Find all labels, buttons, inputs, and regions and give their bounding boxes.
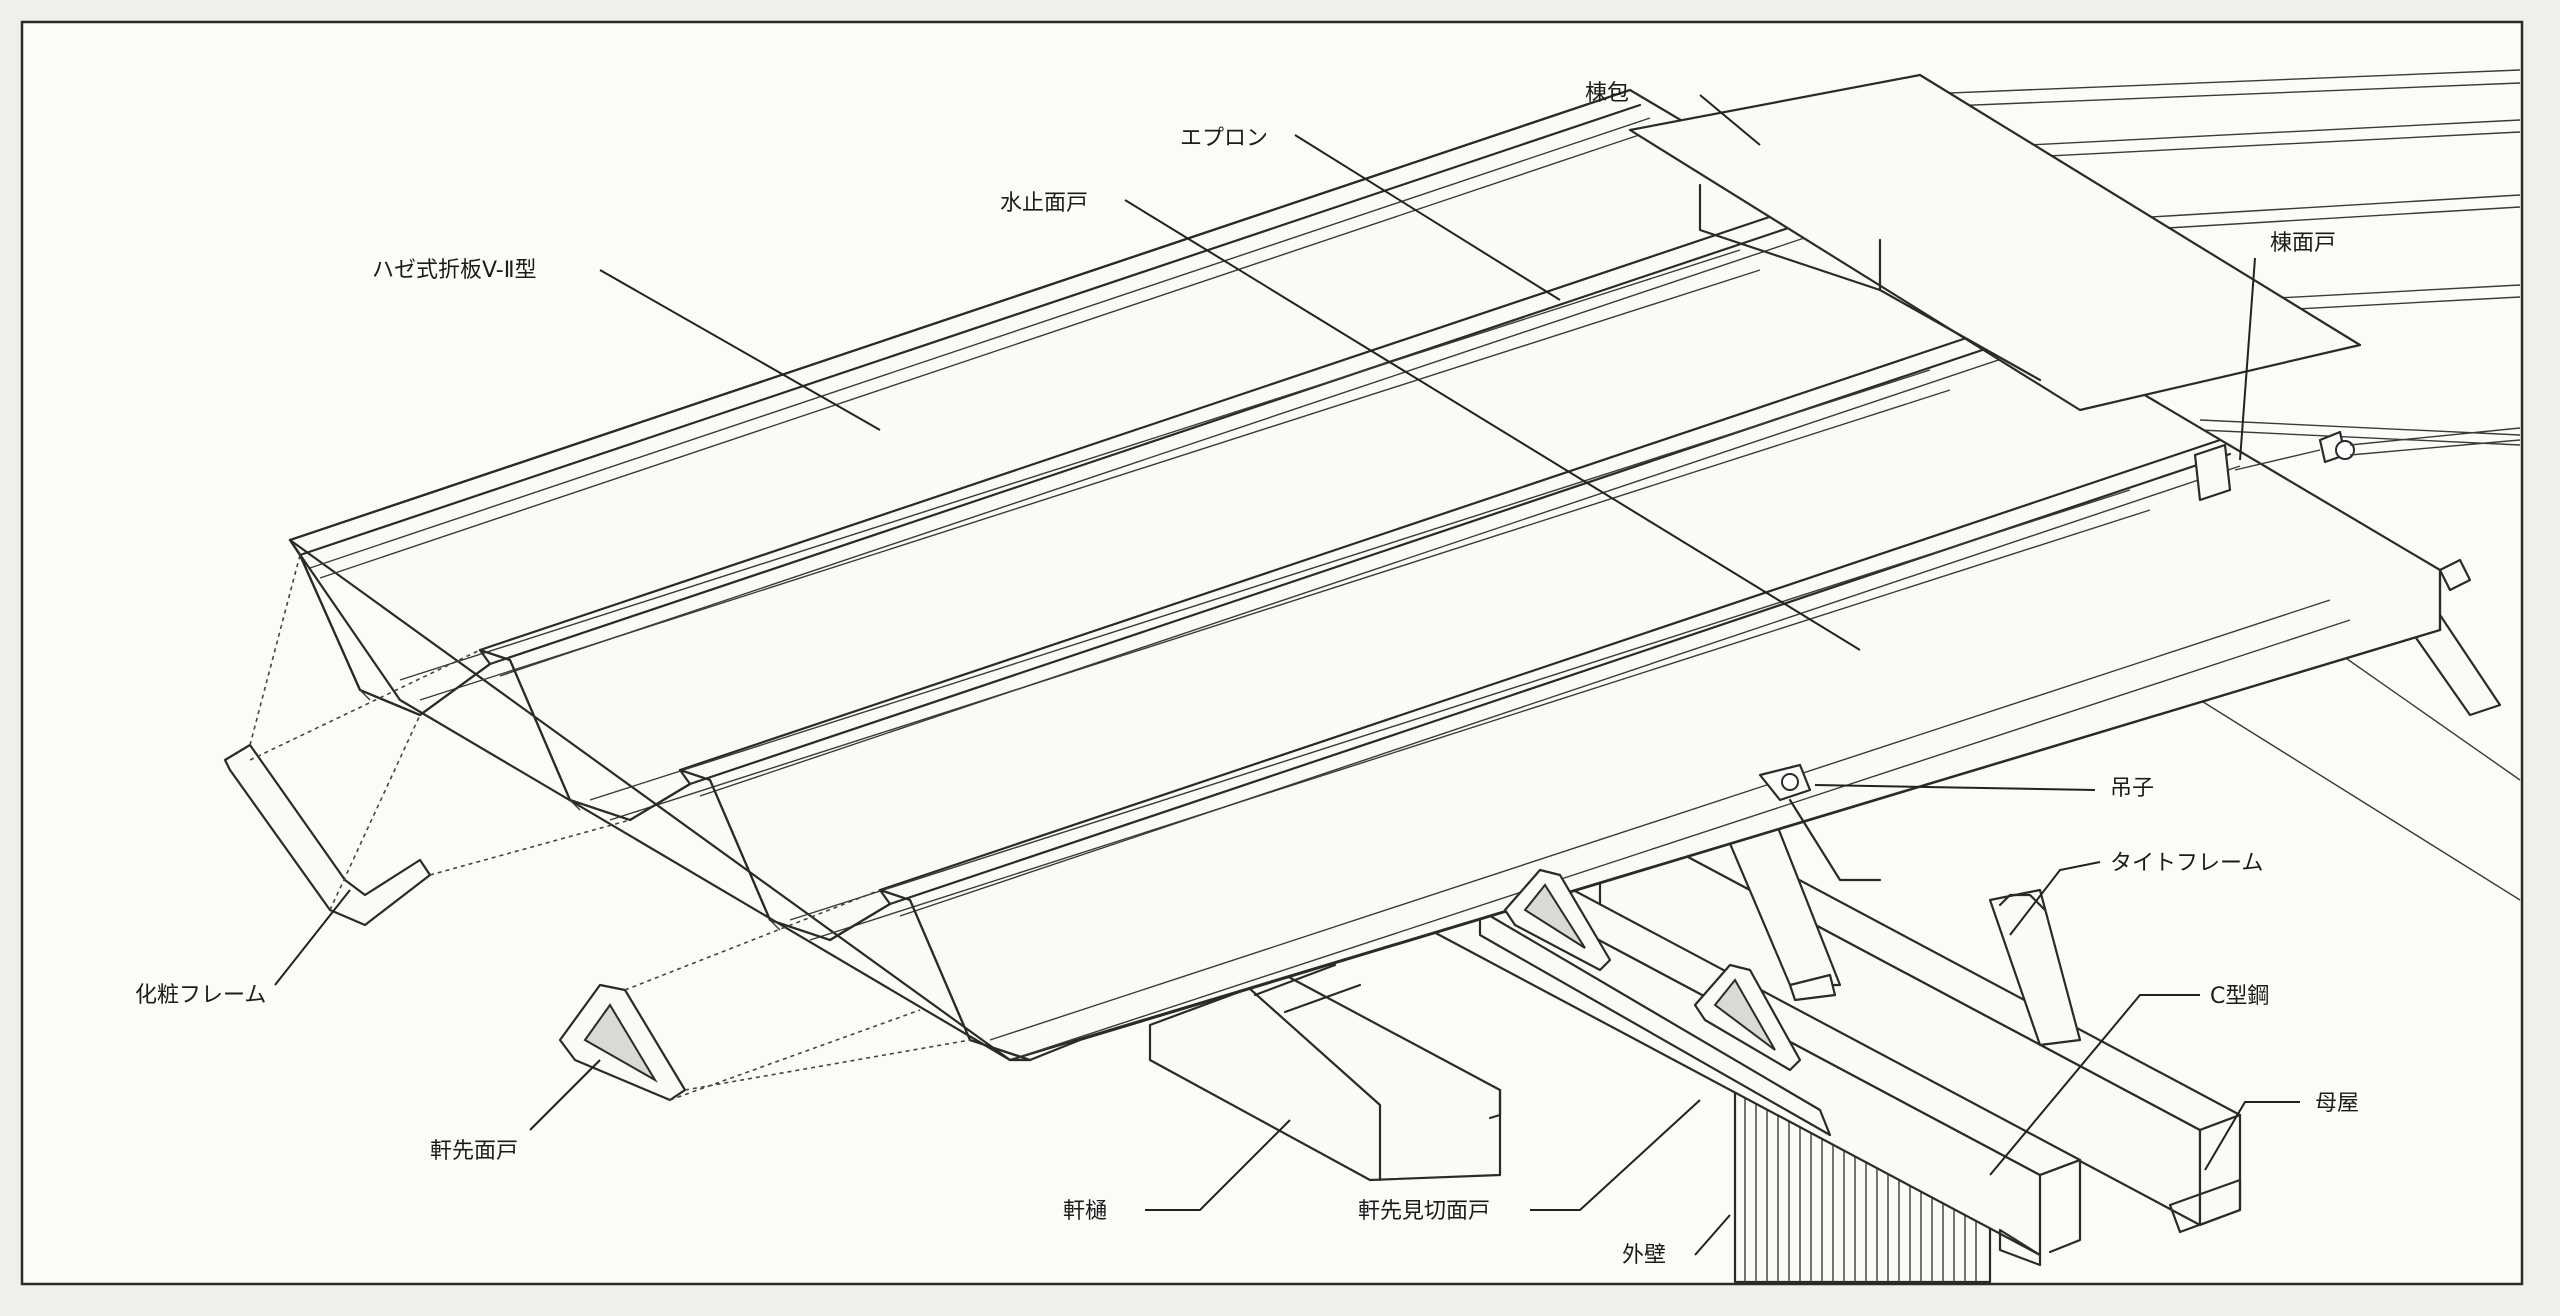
decorative-frame — [223, 554, 631, 927]
eave-edge-closure-blocks — [1503, 868, 1802, 1072]
label-apron: エプロン — [1180, 126, 1268, 151]
label-ridge-closure: 棟面戸 — [2270, 231, 2336, 256]
folded-roof-panel — [288, 88, 2442, 1062]
eave-edge-closure-strip — [1478, 908, 1832, 1137]
eave-gutter — [1148, 963, 1502, 1182]
hip-cover — [1628, 73, 2362, 412]
background-panels — [1899, 69, 2521, 901]
label-eave-closure: 軒先面戸 — [430, 1139, 518, 1164]
leader-lines — [274, 94, 2300, 1256]
label-eave-gutter: 軒樋 — [1063, 1199, 1107, 1224]
label-hip-cover: 棟包 — [1585, 81, 1629, 106]
label-exterior-wall: 外壁 — [1622, 1243, 1666, 1268]
hanger-clip — [1758, 763, 1882, 882]
part-labels: 棟包 エプロン 水止面戸 ハゼ式折板V-Ⅱ型 棟面戸 吊子 タイトフレーム C型… — [135, 81, 2359, 1268]
label-folded-panel: ハゼ式折板V-Ⅱ型 — [372, 258, 537, 283]
label-eave-edge-closure: 軒先見切面戸 — [1358, 1199, 1490, 1224]
label-water-stop-closure: 水止面戸 — [1000, 191, 1088, 216]
label-decorative-frame: 化粧フレーム — [135, 983, 266, 1008]
label-c-channel: C型鋼 — [2210, 984, 2269, 1009]
label-tight-frame: タイトフレーム — [2110, 851, 2263, 876]
eave-closure — [558, 889, 971, 1102]
ridge-closure — [2193, 427, 2521, 592]
label-hanger: 吊子 — [2110, 776, 2154, 801]
label-purlin: 母屋 — [2315, 1091, 2359, 1116]
